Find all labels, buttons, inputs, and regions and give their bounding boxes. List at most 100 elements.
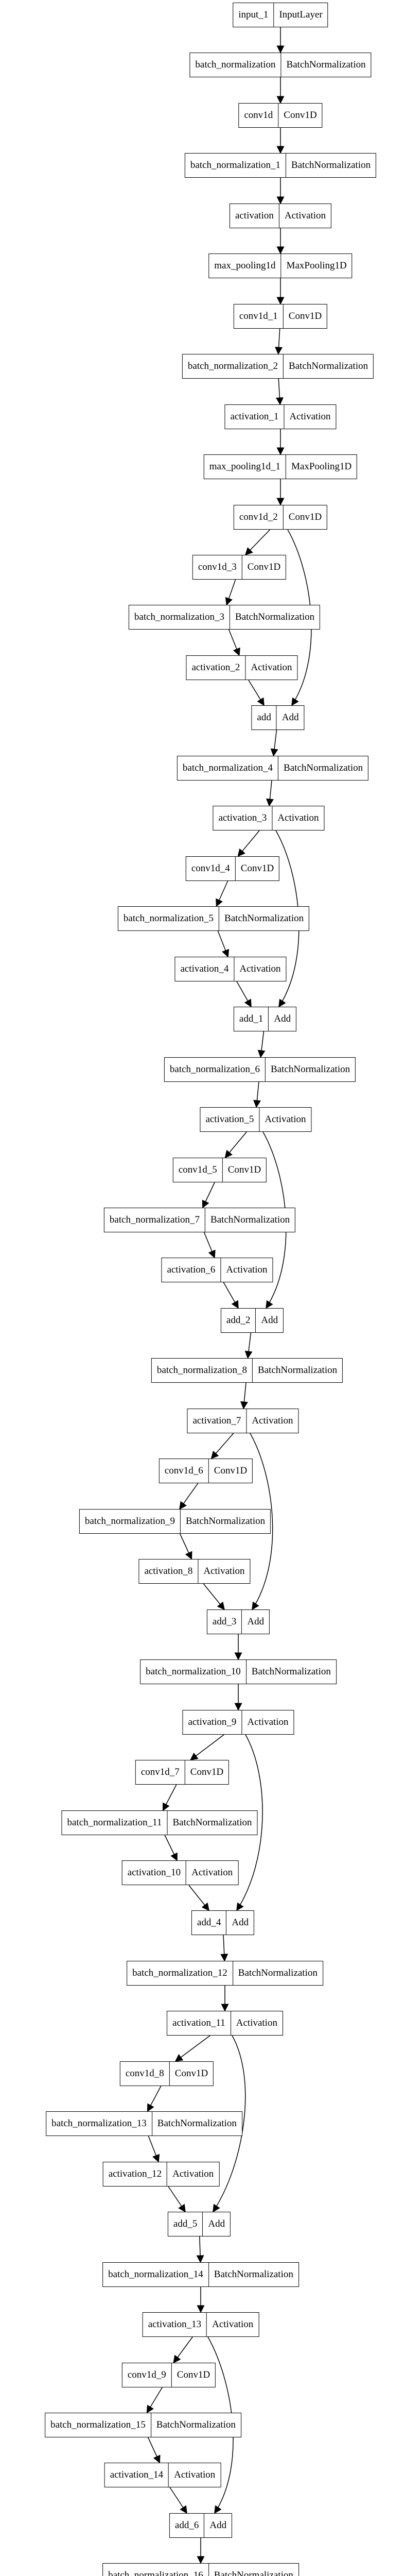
conv1d-8-type-label: Conv1D [169, 2062, 213, 2086]
node-activation-2: activation_2 Activation [186, 655, 298, 680]
batch-normalization-15-name-label: batch_normalization_15 [50, 2419, 146, 2430]
activation-9-name-label: activation_9 [188, 1717, 237, 1727]
conv1d-6-name-label: conv1d_6 [164, 1465, 203, 1476]
edge-activation-7-to-conv1d-6 [210, 1433, 234, 1460]
activation-type-label: Activation [278, 204, 331, 228]
add-3-type-label: Add [241, 1610, 269, 1634]
max-pooling1d-1-type-label: MaxPooling1D [286, 455, 357, 479]
add-3-name-label: add_3 [212, 1616, 237, 1627]
add-name-label: add [257, 712, 271, 723]
node-batch-normalization-14: batch_normalization_14 BatchNormalization [102, 2262, 299, 2287]
batch-normalization-1-name-label: batch_normalization_1 [190, 160, 281, 171]
batch-normalization-1-type-label: BatchNormalization [286, 154, 376, 177]
edge-activation-4-to-add-1 [236, 981, 252, 1008]
batch-normalization-12-name-label: batch_normalization_12 [132, 1968, 227, 1978]
activation-7-type-label: Activation [246, 1409, 298, 1433]
conv1d-7-name-label: conv1d_7 [140, 1767, 180, 1777]
edge-batch-normalization-11-to-activation-10 [164, 1835, 178, 1861]
edge-batch-normalization-6-to-activation-5 [253, 1081, 261, 1108]
edge-batch-normalization-3-to-activation-2 [228, 629, 240, 656]
add-1-type-label: Add [268, 1007, 296, 1031]
node-batch-normalization-1: batch_normalization_1 BatchNormalization [184, 153, 377, 178]
edge-batch-normalization-15-to-activation-14 [148, 2437, 161, 2464]
activation-2-type-label: Activation [245, 656, 297, 680]
batch-normalization-15-type-label: BatchNormalization [150, 2413, 241, 2437]
activation-12-type-label: Activation [167, 2162, 219, 2186]
node-add-3: add_3 Add [206, 1609, 270, 1634]
batch-normalization-14-name-label: batch_normalization_14 [108, 2269, 203, 2280]
edge-batch-normalization-7-to-activation-6 [203, 1232, 216, 1259]
edge-activation-11-to-add-5 [213, 2035, 246, 2213]
conv1d-3-type-label: Conv1D [241, 555, 286, 579]
activation-name-label: activation [235, 210, 274, 221]
edge-activation-2-to-add [248, 680, 265, 706]
activation-8-type-label: Activation [198, 1560, 250, 1583]
conv1d-name-label: conv1d [244, 110, 273, 121]
batch-normalization-16-type-label: BatchNormalization [208, 2564, 298, 2576]
batch-normalization-14-type-label: BatchNormalization [208, 2263, 298, 2286]
batch-normalization-7-type-label: BatchNormalization [205, 1208, 295, 1232]
batch-normalization-2-type-label: BatchNormalization [283, 354, 373, 378]
edge-add-4-to-batch-normalization-12 [220, 1935, 228, 1962]
batch-normalization-11-name-label: batch_normalization_11 [67, 1817, 162, 1828]
edge-activation-13-to-conv1d-9 [173, 2336, 193, 2364]
activation-1-name-label: activation_1 [230, 411, 279, 422]
edge-activation-5-to-conv1d-5 [224, 1131, 247, 1159]
edge-activation-14-to-add-6 [169, 2487, 187, 2514]
add-1-name-label: add_1 [239, 1013, 263, 1024]
conv1d-1-type-label: Conv1D [283, 304, 327, 328]
activation-8-name-label: activation_8 [144, 1566, 193, 1577]
add-5-name-label: add_5 [173, 2218, 198, 2229]
conv1d-4-type-label: Conv1D [235, 857, 279, 880]
batch-normalization-10-name-label: batch_normalization_10 [146, 1666, 241, 1677]
edge-add-1-to-batch-normalization-6 [257, 1031, 266, 1058]
edge-batch-normalization-9-to-activation-8 [180, 1533, 192, 1560]
activation-12-name-label: activation_12 [108, 2168, 162, 2179]
edge-conv1d-3-to-batch-normalization-3 [225, 579, 236, 606]
node-conv1d-4: conv1d_4 Conv1D [185, 856, 280, 881]
batch-normalization-8-name-label: batch_normalization_8 [156, 1365, 248, 1376]
batch-normalization-12-type-label: BatchNormalization [232, 1961, 323, 1985]
conv1d-6-type-label: Conv1D [208, 1459, 252, 1483]
conv1d-5-type-label: Conv1D [222, 1158, 266, 1182]
activation-13-type-label: Activation [206, 2313, 258, 2336]
activation-2-name-label: activation_2 [191, 662, 240, 673]
edge-batch-normalization-5-to-activation-4 [217, 930, 230, 958]
max-pooling1d-name-label: max_pooling1d [214, 260, 276, 271]
conv1d-5-name-label: conv1d_5 [178, 1164, 217, 1175]
edge-activation-12-to-add-5 [168, 2186, 186, 2213]
edge-batch-normalization-2-to-activation-1 [275, 378, 284, 405]
conv1d-4-name-label: conv1d_4 [191, 863, 230, 874]
edge-conv1d-6-to-batch-normalization-9 [179, 1483, 199, 1510]
activation-4-type-label: Activation [234, 957, 286, 981]
node-batch-normalization-8: batch_normalization_8 BatchNormalization [151, 1358, 343, 1383]
edge-activation-7-to-add-3 [250, 1433, 273, 1611]
edge-add-to-batch-normalization-4 [270, 730, 278, 757]
batch-normalization-9-type-label: BatchNormalization [180, 1510, 270, 1533]
batch-normalization-8-type-label: BatchNormalization [252, 1359, 342, 1382]
edge-add-2-to-batch-normalization-8 [244, 1332, 253, 1359]
activation-3-type-label: Activation [272, 806, 324, 830]
add-4-name-label: add_4 [197, 1917, 221, 1928]
add-2-name-label: add_2 [226, 1315, 251, 1326]
